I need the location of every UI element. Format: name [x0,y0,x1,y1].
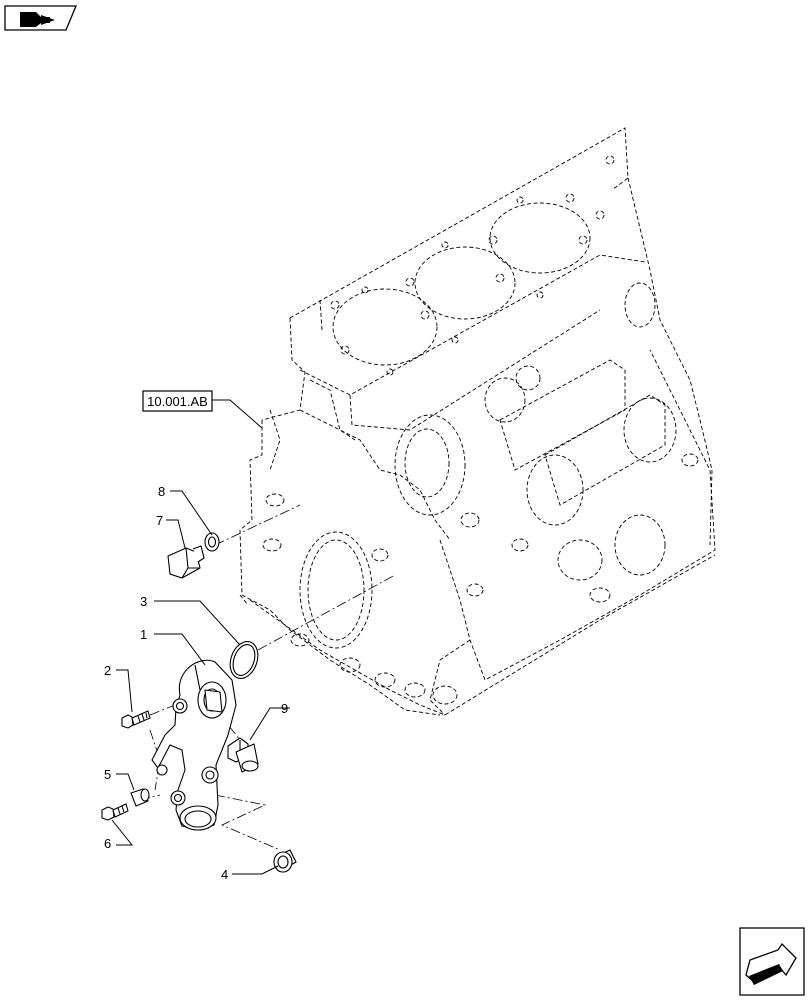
lower-bosses [262,453,699,705]
callout-5[interactable]: 5 [104,767,111,782]
callout-3[interactable]: 3 [140,594,147,609]
callout-1[interactable]: 1 [140,627,147,642]
part-4-cap[interactable] [273,849,297,873]
part-6-bolt[interactable] [101,803,129,821]
part-9-fitting[interactable] [227,737,259,773]
callout-leaders [111,399,290,875]
engine-block-outline [239,127,716,716]
callout-2[interactable]: 2 [104,663,111,678]
callout-8[interactable]: 8 [158,484,165,499]
view-orientation-icon[interactable] [4,5,77,31]
part-1-coolant-elbow[interactable] [151,659,237,831]
main-bearing-caps [499,359,677,581]
part-5-spacer[interactable] [130,788,150,807]
head-bolt-holes [330,155,615,376]
part-7-plug[interactable] [167,545,205,579]
next-page-arrow-icon[interactable] [739,927,805,996]
reference-label: 10.001.AB [147,394,208,409]
callout-9[interactable]: 9 [281,701,288,716]
part-2-bolt[interactable] [121,710,151,729]
callout-6[interactable]: 6 [104,836,111,851]
part-3-o-ring[interactable] [225,638,262,683]
reference-box-10-001-ab[interactable]: 10.001.AB [142,390,213,412]
callout-4[interactable]: 4 [221,867,228,882]
callout-labels: 1 2 3 4 5 6 7 8 9 [104,484,288,882]
part-8-washer[interactable] [204,532,220,552]
callout-7[interactable]: 7 [156,513,163,528]
